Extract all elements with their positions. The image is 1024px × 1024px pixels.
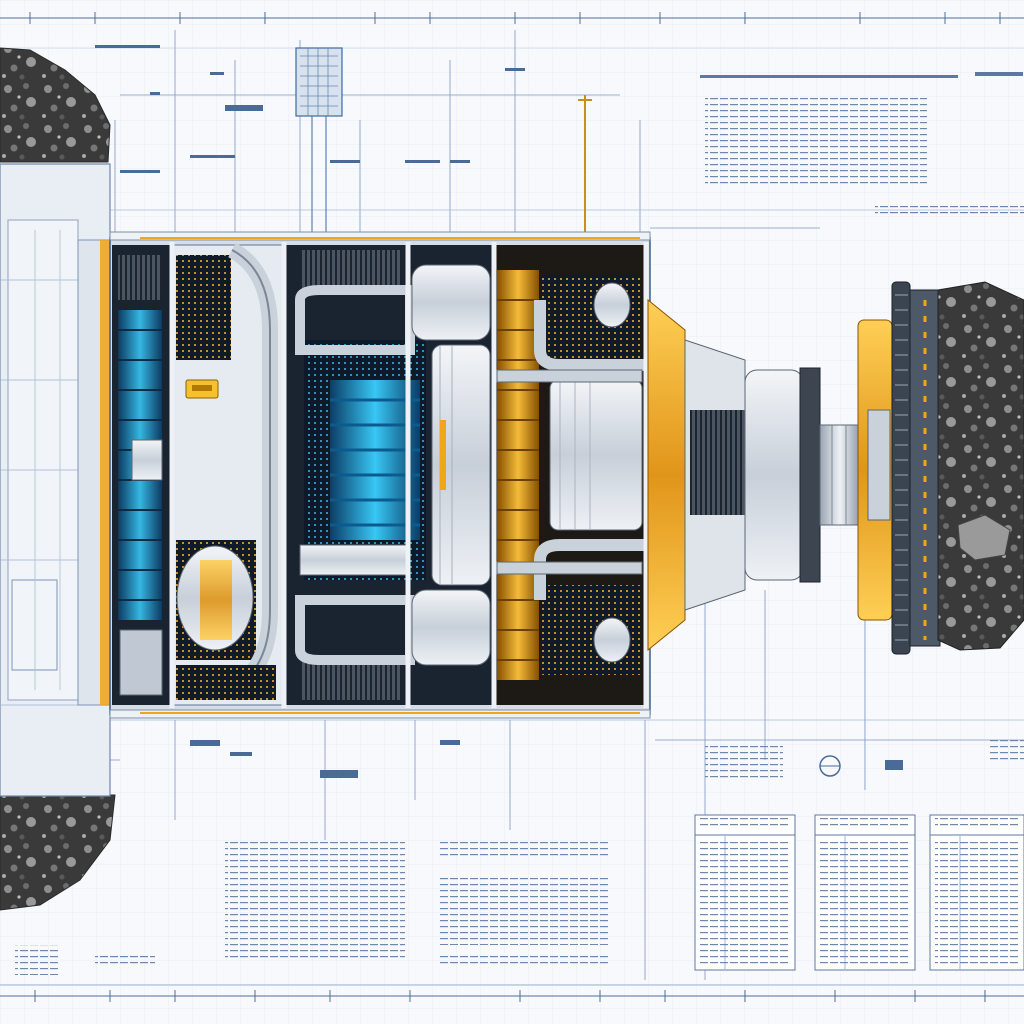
bottom-dimension-ruler bbox=[0, 984, 1024, 1002]
top-right-notes-block bbox=[700, 72, 1024, 217]
rock-mass-top-left bbox=[0, 47, 111, 163]
cutter-head bbox=[857, 281, 941, 655]
spec-table-2 bbox=[814, 814, 916, 971]
rock-boulder bbox=[957, 514, 1011, 561]
spec-table-3 bbox=[929, 814, 1024, 971]
blue-control-module bbox=[112, 245, 170, 705]
construction-lines bbox=[0, 30, 1024, 980]
spec-table-1 bbox=[694, 814, 796, 971]
cutter-nozzle bbox=[647, 298, 861, 652]
section-dividers bbox=[169, 242, 649, 708]
rock-face-right bbox=[937, 281, 1024, 651]
bottom-notes-blocks bbox=[15, 838, 610, 975]
top-annotation-marks bbox=[95, 45, 525, 173]
top-sensor-mast bbox=[295, 47, 592, 237]
rock-mass-bottom-left bbox=[0, 794, 116, 911]
blue-reactor-core bbox=[284, 245, 494, 705]
amber-drive-module bbox=[494, 245, 646, 705]
control-console-section bbox=[171, 242, 283, 706]
lower-callouts bbox=[190, 740, 1024, 780]
rear-frame bbox=[0, 163, 112, 797]
top-dimension-ruler bbox=[0, 12, 1024, 24]
